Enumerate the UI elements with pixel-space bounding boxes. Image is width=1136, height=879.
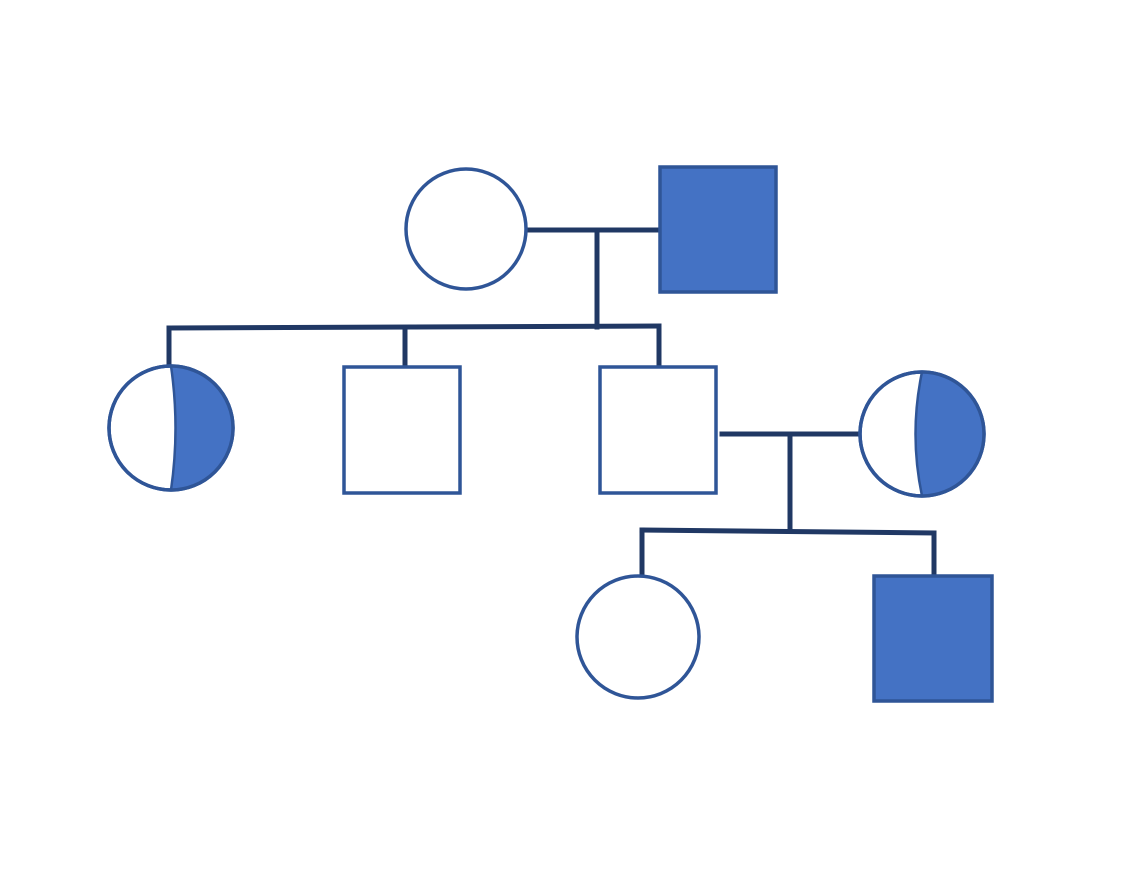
- male-affected-symbol: [872, 574, 994, 703]
- female-unaffected-symbol: [404, 167, 528, 291]
- male-affected-symbol: [658, 165, 778, 294]
- carrier-half-fill: [169, 364, 235, 492]
- female-unaffected-symbol: [575, 574, 701, 700]
- male-unaffected-symbol: [598, 365, 718, 495]
- sibship-line-gen3: [639, 527, 937, 536]
- sibship-line-gen2: [166, 323, 662, 331]
- male-unaffected-symbol: [342, 365, 462, 495]
- carrier-half-fill: [914, 370, 986, 498]
- female-carrier-symbol: [858, 370, 986, 498]
- female-carrier-symbol: [107, 364, 235, 492]
- pedigree-lines: [166, 227, 937, 579]
